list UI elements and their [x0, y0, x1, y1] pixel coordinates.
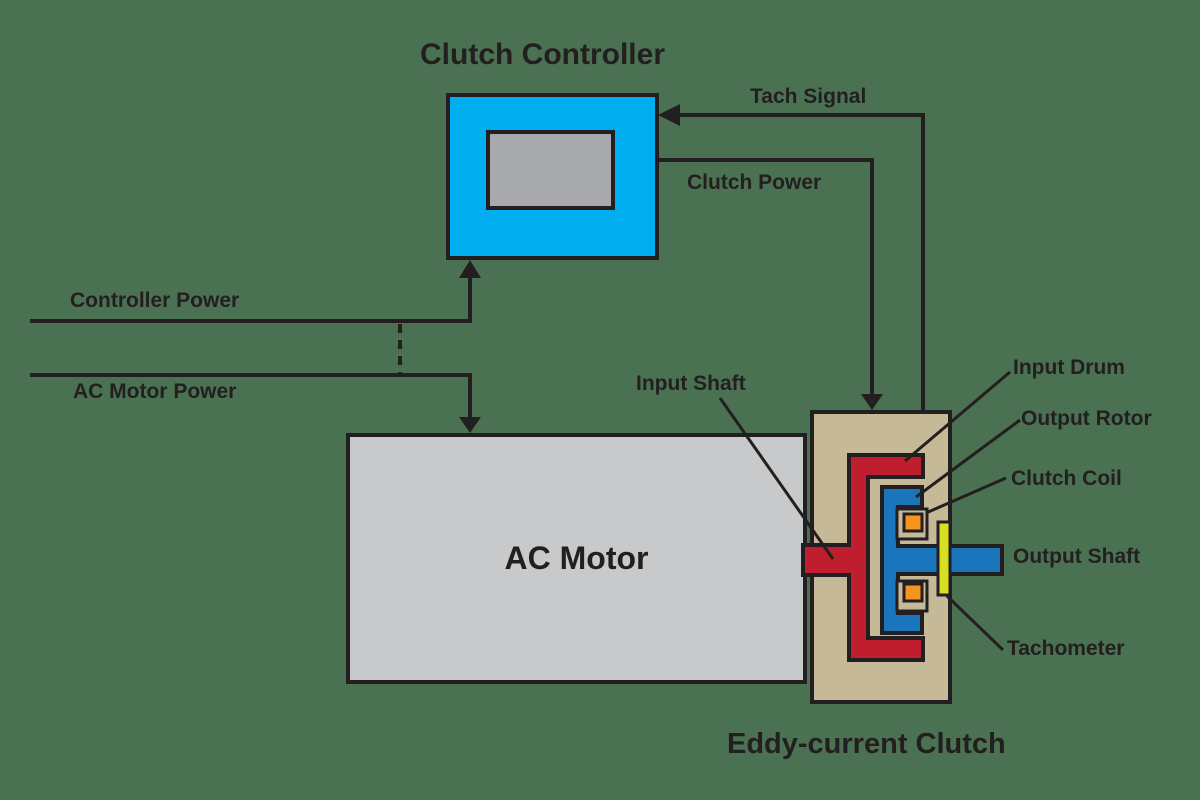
input-drum-label: Input Drum	[1013, 356, 1125, 379]
output-shaft-label: Output Shaft	[1013, 545, 1141, 568]
output-rotor-label: Output Rotor	[1021, 407, 1152, 430]
tach-signal-label: Tach Signal	[750, 85, 867, 108]
clutch-power-arrowhead	[861, 394, 883, 410]
lower-clutch-coil	[902, 582, 924, 603]
controller-power-line	[30, 277, 472, 323]
clutch-power-line	[657, 158, 874, 396]
tach-signal-arrowhead	[658, 104, 680, 126]
clutch-coil-leader	[925, 476, 1007, 515]
controller-title: Clutch Controller	[420, 38, 665, 71]
controller-power-label: Controller Power	[70, 289, 240, 312]
ac-motor-box	[346, 433, 807, 684]
ac-motor-power-label: AC Motor Power	[73, 380, 237, 403]
input-shaft-leader	[718, 397, 835, 560]
ac-motor-label: AC Motor	[504, 540, 649, 576]
controller-display	[486, 130, 615, 210]
upper-clutch-coil	[902, 512, 924, 533]
input-drum-and-shaft	[801, 453, 925, 662]
ac-motor-power-arrowhead	[459, 417, 481, 433]
output-rotor-leader	[915, 418, 1021, 499]
clutch-title: Eddy-current Clutch	[727, 728, 1006, 760]
tach-signal-line	[676, 113, 925, 410]
tachometer-label: Tachometer	[1007, 637, 1125, 660]
clutch-coil-label: Clutch Coil	[1011, 467, 1122, 490]
tachometer-leader	[945, 594, 1005, 652]
tachometer-bar	[936, 520, 952, 597]
controller-power-arrowhead	[459, 260, 481, 278]
clutch-power-label: Clutch Power	[687, 171, 822, 194]
ac-motor-power-line	[30, 373, 472, 418]
input-shaft-label: Input Shaft	[636, 372, 746, 395]
input-drum-leader	[904, 370, 1011, 463]
